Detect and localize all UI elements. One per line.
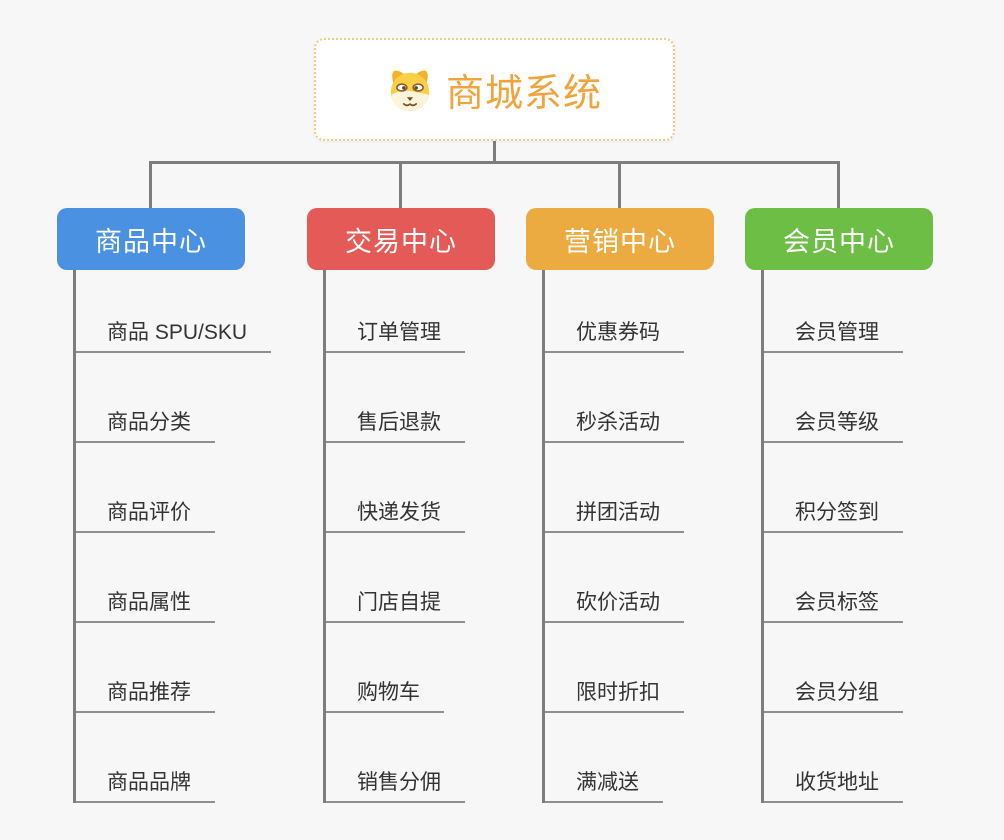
leaf-list-trade: 订单管理 售后退款 快递发货 门店自提 购物车 销售分佣 bbox=[323, 270, 557, 803]
connector-drop-member bbox=[837, 161, 840, 208]
leaf-item[interactable]: 商品推荐 bbox=[76, 623, 215, 713]
leaf-item[interactable]: 购物车 bbox=[326, 623, 444, 713]
leaf-item[interactable]: 商品 SPU/SKU bbox=[76, 270, 272, 353]
branch-column-marketing: 营销中心 优惠券码 秒杀活动 拼团活动 砍价活动 限时折扣 满减送 bbox=[526, 208, 776, 803]
leaf-item[interactable]: 商品分类 bbox=[76, 353, 215, 443]
dog-face-icon bbox=[390, 69, 430, 111]
leaf-item[interactable]: 销售分佣 bbox=[326, 713, 465, 803]
leaf-item[interactable]: 砍价活动 bbox=[545, 533, 684, 623]
leaf-item[interactable]: 门店自提 bbox=[326, 533, 465, 623]
leaf-item[interactable]: 优惠券码 bbox=[545, 270, 684, 353]
leaf-item[interactable]: 限时折扣 bbox=[545, 623, 684, 713]
leaf-item[interactable]: 商品属性 bbox=[76, 533, 215, 623]
leaf-item[interactable]: 拼团活动 bbox=[545, 443, 684, 533]
branch-column-product: 商品中心 商品 SPU/SKU 商品分类 商品评价 商品属性 商品推荐 商品品牌 bbox=[57, 208, 307, 803]
branch-header-member[interactable]: 会员中心 bbox=[745, 208, 933, 270]
branch-column-trade: 交易中心 订单管理 售后退款 快递发货 门店自提 购物车 销售分佣 bbox=[307, 208, 557, 803]
leaf-item[interactable]: 快递发货 bbox=[326, 443, 465, 533]
leaf-item[interactable]: 收货地址 bbox=[764, 713, 903, 803]
leaf-item[interactable]: 会员管理 bbox=[764, 270, 903, 353]
connector-drop-trade bbox=[399, 161, 402, 208]
leaf-item[interactable]: 会员分组 bbox=[764, 623, 903, 713]
connector-root-stem bbox=[493, 141, 496, 164]
connector-drop-marketing bbox=[618, 161, 621, 208]
branch-header-trade[interactable]: 交易中心 bbox=[307, 208, 495, 270]
root-title: 商城系统 bbox=[445, 73, 602, 115]
branch-column-member: 会员中心 会员管理 会员等级 积分签到 会员标签 会员分组 收货地址 bbox=[745, 208, 995, 803]
leaf-list-marketing: 优惠券码 秒杀活动 拼团活动 砍价活动 限时折扣 满减送 bbox=[542, 270, 776, 803]
root-node[interactable]: 商城系统 bbox=[314, 38, 675, 141]
leaf-item[interactable]: 秒杀活动 bbox=[545, 353, 684, 443]
leaf-item[interactable]: 订单管理 bbox=[326, 270, 465, 353]
leaf-list-member: 会员管理 会员等级 积分签到 会员标签 会员分组 收货地址 bbox=[761, 270, 995, 803]
leaf-item[interactable]: 售后退款 bbox=[326, 353, 465, 443]
leaf-item[interactable]: 商品品牌 bbox=[76, 713, 215, 803]
branch-header-product[interactable]: 商品中心 bbox=[57, 208, 245, 270]
leaf-item[interactable]: 会员等级 bbox=[764, 353, 903, 443]
connector-drop-product bbox=[149, 161, 152, 208]
branch-header-marketing[interactable]: 营销中心 bbox=[526, 208, 714, 270]
leaf-item[interactable]: 积分签到 bbox=[764, 443, 903, 533]
leaf-item[interactable]: 商品评价 bbox=[76, 443, 215, 533]
leaf-item[interactable]: 会员标签 bbox=[764, 533, 903, 623]
leaf-list-product: 商品 SPU/SKU 商品分类 商品评价 商品属性 商品推荐 商品品牌 bbox=[73, 270, 307, 803]
leaf-item[interactable]: 满减送 bbox=[545, 713, 663, 803]
connector-bus bbox=[149, 161, 840, 164]
